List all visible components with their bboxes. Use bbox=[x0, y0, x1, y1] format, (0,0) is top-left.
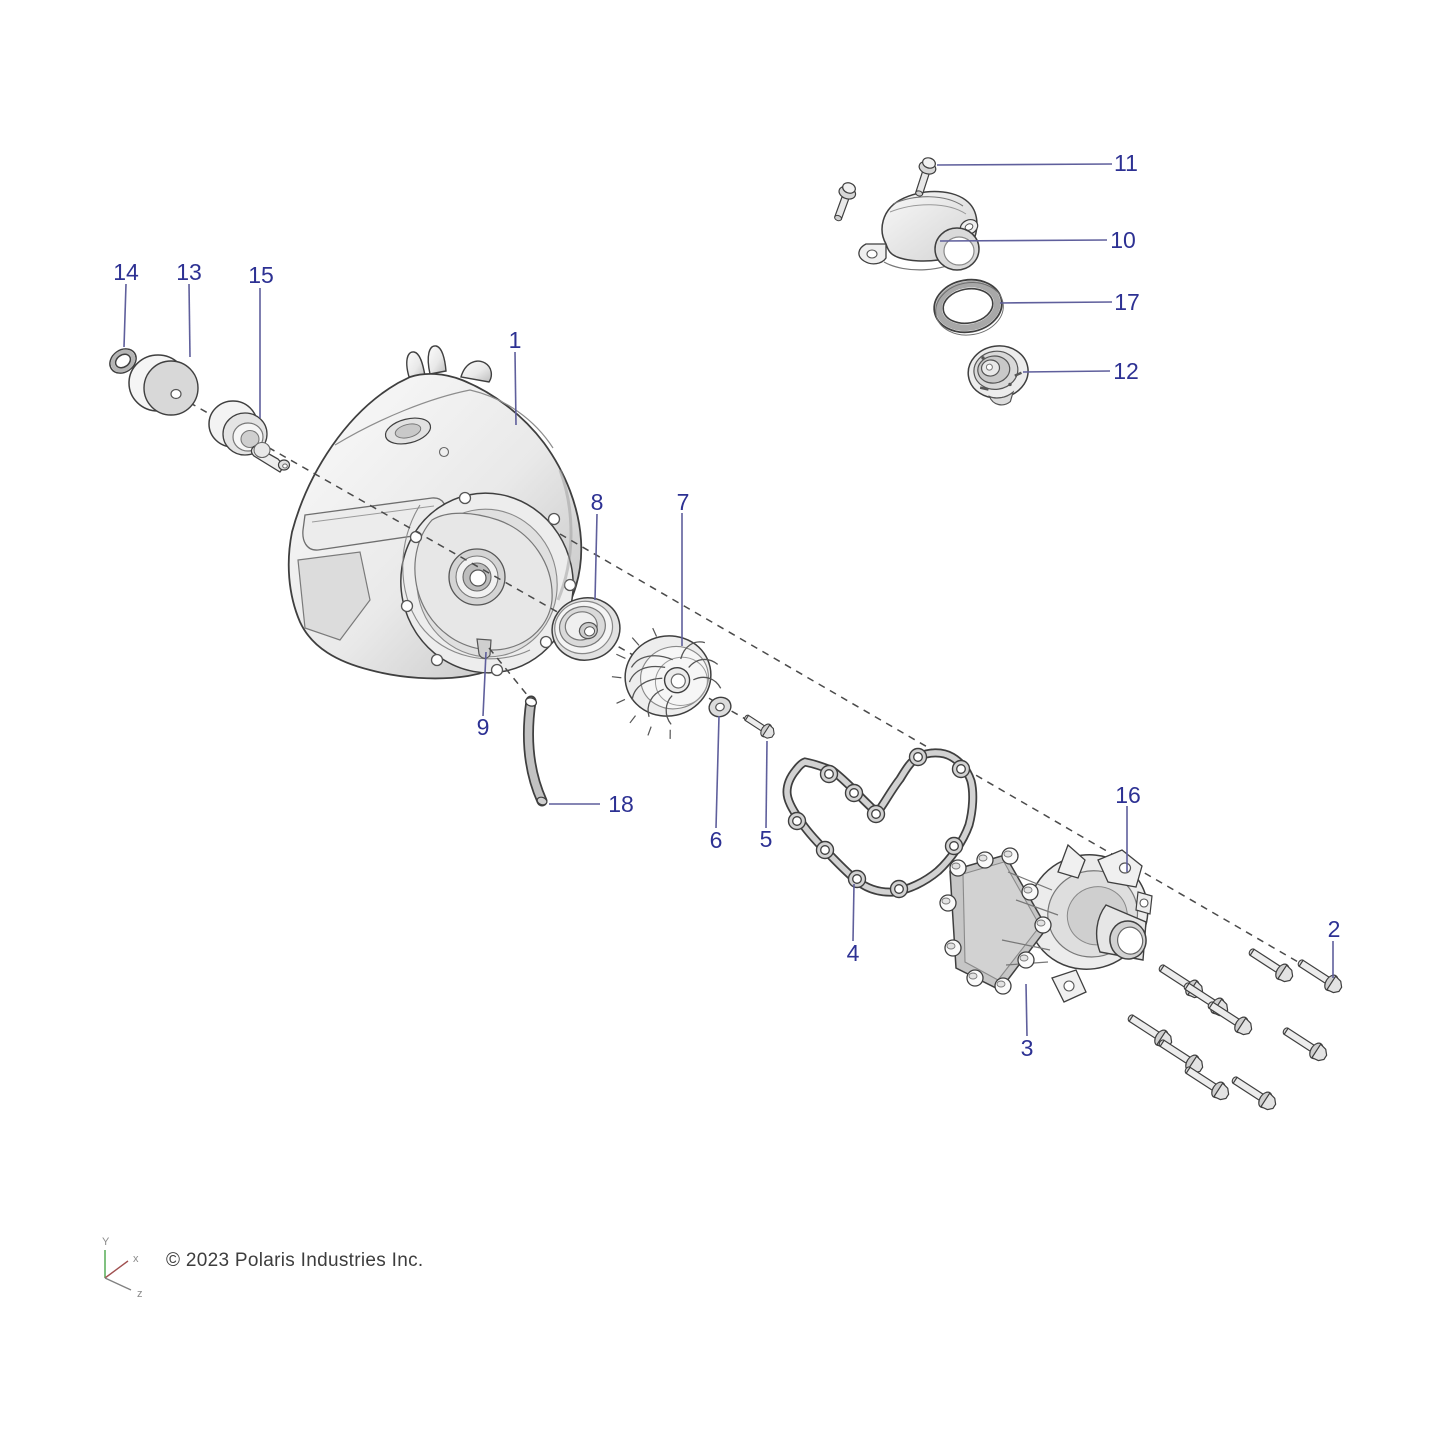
axis-x-label: x bbox=[133, 1253, 139, 1265]
part-housing-bolt-left bbox=[833, 182, 857, 222]
leader-3 bbox=[1025, 983, 1028, 1037]
callout-6: 6 bbox=[710, 827, 723, 853]
axes-triad: Y x z bbox=[102, 1236, 143, 1300]
part-gasket bbox=[782, 747, 978, 899]
callout-1: 1 bbox=[509, 327, 522, 353]
callout-14: 14 bbox=[113, 259, 139, 285]
axis-z-line bbox=[104, 1277, 132, 1291]
callout-13: 13 bbox=[176, 259, 202, 285]
leader-4 bbox=[852, 883, 855, 942]
leader-lines bbox=[123, 163, 1334, 1037]
leader-6 bbox=[715, 715, 720, 829]
callout-18: 18 bbox=[608, 791, 634, 817]
axis-y-label: Y bbox=[102, 1236, 110, 1248]
part-washer bbox=[708, 696, 732, 718]
leader-10 bbox=[939, 239, 1108, 242]
leader-1 bbox=[514, 351, 517, 426]
leader-9 bbox=[482, 651, 487, 717]
part-plug-cap bbox=[128, 354, 199, 416]
copyright-text: © 2023 Polaris Industries Inc. bbox=[166, 1250, 423, 1271]
leader-8 bbox=[594, 513, 598, 601]
part-small-oring bbox=[109, 348, 137, 374]
part-impeller bbox=[611, 627, 722, 739]
callout-5: 5 bbox=[760, 826, 773, 852]
leader-14 bbox=[123, 283, 127, 348]
callout-8: 8 bbox=[591, 489, 604, 515]
callout-15: 15 bbox=[248, 262, 274, 288]
part-thermostat-housing bbox=[858, 190, 980, 271]
part-bearing bbox=[208, 400, 291, 473]
callout-7: 7 bbox=[677, 489, 690, 515]
cover-bolt-holes bbox=[400, 491, 577, 677]
callout-labels: 1 2 3 4 5 6 7 8 9 10 11 12 13 14 15 16 1… bbox=[113, 150, 1340, 1061]
callout-16: 16 bbox=[1115, 782, 1141, 808]
part-cover-illustration bbox=[287, 345, 583, 680]
part-mechanical-seal bbox=[551, 597, 621, 661]
axis-z-label: z bbox=[137, 1288, 143, 1300]
axis-x-line bbox=[104, 1260, 129, 1279]
callout-10: 10 bbox=[1110, 227, 1136, 253]
part-impeller-bolt bbox=[744, 714, 775, 739]
part-housing-bolt-right bbox=[915, 157, 937, 197]
callout-2: 2 bbox=[1328, 916, 1341, 942]
part-thermostat bbox=[967, 345, 1029, 406]
leader-11 bbox=[936, 163, 1113, 166]
axis-dashed-line-drain bbox=[488, 647, 529, 697]
part-pump-housing bbox=[939, 843, 1153, 1003]
callout-3: 3 bbox=[1021, 1035, 1034, 1061]
callout-17: 17 bbox=[1114, 289, 1140, 315]
leader-13 bbox=[188, 283, 191, 358]
part-thermostat-oring bbox=[933, 278, 1004, 336]
callout-11: 11 bbox=[1114, 150, 1138, 176]
callout-4: 4 bbox=[847, 940, 860, 966]
callout-9: 9 bbox=[477, 714, 490, 740]
part-mounting-bolts bbox=[1123, 943, 1346, 1114]
gasket-bolt-holes bbox=[787, 747, 971, 899]
leader-5 bbox=[765, 740, 768, 829]
leader-12 bbox=[1022, 370, 1111, 373]
callout-12: 12 bbox=[1113, 358, 1139, 384]
leader-17 bbox=[999, 301, 1113, 304]
part-drain-hose bbox=[523, 695, 548, 807]
